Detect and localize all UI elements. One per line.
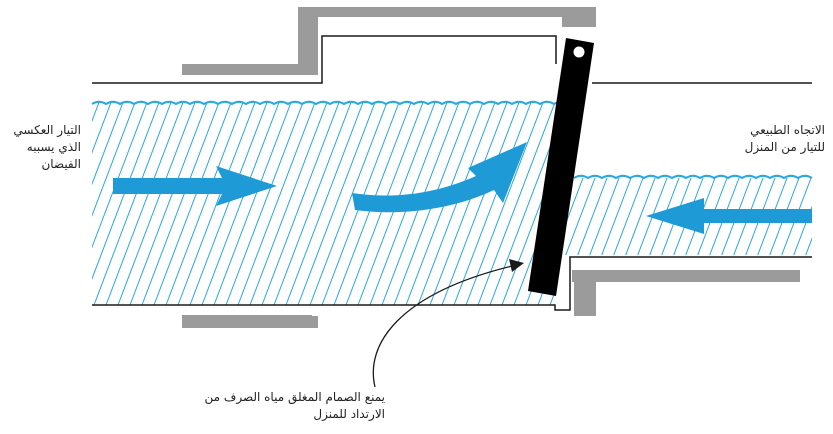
normal-flow-label-line2: للتيار من المنزل [744,140,825,154]
hatch-line [612,178,644,255]
hatch-line [817,178,833,257]
pipe-bottom-wall [92,256,812,311]
hatch-line [273,103,352,305]
hatch-line [92,103,112,305]
hatch-line [92,103,148,305]
hatch-line [105,103,184,305]
hatch-line [225,103,304,305]
backflow-label-line3: الفيضان [41,157,81,171]
hatch-line [297,103,376,305]
valve-note-line2: الارتداد للمنزل [313,407,385,421]
hatch-line [129,103,208,305]
hatch-line [213,103,292,305]
valve-note-line1: يمنع الصمام المغلق مياه الصرف من [204,390,386,404]
hatch-line [600,178,632,255]
hatch-line [804,178,812,255]
hatch-line [309,103,388,305]
hatch-line [177,103,256,305]
normal-flow-arrow [646,198,812,234]
hatch-line [141,103,220,305]
backflow-arrow-straight [113,166,277,206]
valve-hinge-icon [573,46,585,58]
hatch-line [93,103,172,305]
pipe-shadow [182,7,800,328]
hatch-line [429,103,508,305]
hatch-line [153,103,232,305]
hatch-line [201,103,280,305]
pipe-shadow-top [182,7,596,75]
hatch-line [285,103,364,305]
valve-note-label: يمنع الصمام المغلق مياه الصرف من الارتدا… [205,389,386,423]
hatch-line [624,178,656,255]
backflow-label: التيار العكسي الذي يسببه الفيضان [13,122,81,173]
hatch-line [441,103,520,305]
hatch-line [0,103,3,305]
callout-pointer [372,259,524,388]
hatch-line [829,178,833,257]
water-surface-left [91,100,569,106]
hatch-line [261,103,340,305]
hatch-line [237,103,316,305]
hatch-line [249,103,328,305]
hatch-line [92,103,160,305]
water-surface-right [573,174,813,180]
hatch-line [92,103,124,305]
normal-flow-label-line1: الاتجاه الطبيعي [750,123,825,137]
hatch-line [165,103,244,305]
backflow-label-line1: التيار العكسي [13,123,81,137]
hatch-line [465,103,544,305]
hatch-line [588,178,620,255]
water-hatch-left [0,103,555,305]
backflow-arrow-curved [352,142,527,213]
pipe-outline [92,35,812,311]
backflow-label-line2: الذي يسببه [26,140,81,154]
hatch-line [189,103,268,305]
hatch-line [564,178,596,255]
hatch-line [417,103,496,305]
pipe-top-wall [92,35,557,84]
valve-flap [528,38,594,296]
hatch-line [453,103,532,305]
hatch-line [501,103,555,305]
normal-flow-label: الاتجاه الطبيعي للتيار من المنزل [745,122,825,156]
hatch-line [92,103,136,305]
hatch-line [117,103,196,305]
hatch-line [560,178,584,255]
hatch-line [576,178,608,255]
